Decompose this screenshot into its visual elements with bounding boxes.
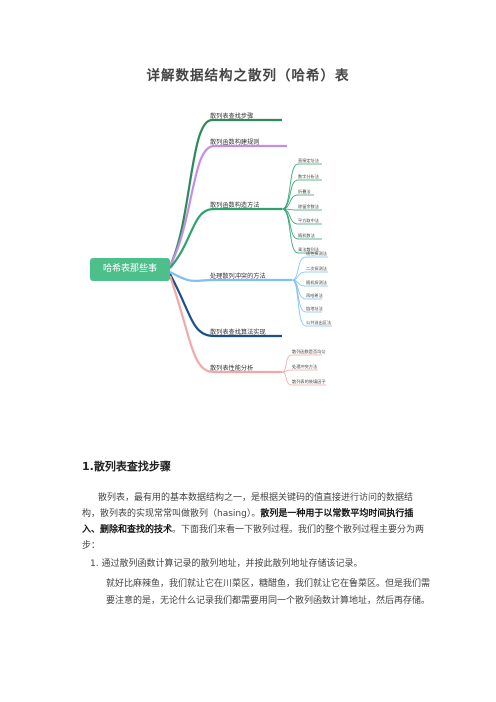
intro-text-b: 。下面我们来看一下散列过程。我们的整个散列过程主要分为两步： (82, 525, 425, 551)
page-title: 详解数据结构之散列（哈希）表 (146, 68, 350, 84)
branch-hash-function-rules: 散列函数构建规则 (210, 139, 260, 146)
mind-map-root: 哈希表那些事 (90, 258, 170, 281)
mind-map-figure: 哈希表那些事 散列表查找步骤 散列函数构建规则 散列函数构造方法 处理散列冲突的… (82, 100, 422, 400)
mind-map-leaf: 平方取中法 (298, 218, 319, 223)
mind-map-leaf: 乘法散列法 (298, 247, 319, 252)
mind-map-leaf: 折叠法 (298, 189, 311, 194)
mind-map-connectors (168, 118, 332, 386)
step-one: 1. 通过散列函数计算记录的散列地址，并按此散列地址存储该记录。 (90, 559, 363, 569)
branch-performance-analysis: 散列表性能分析 (210, 365, 254, 372)
intro-text-a: 散列表，最有用的基本数据结构之一，是根据关键码的值直接进行访问的数据结构，散列表… (82, 493, 414, 519)
mind-map-leaf: 处理冲突方法 (292, 364, 318, 369)
branch-hash-construction-methods: 散列函数构造方法 (210, 202, 260, 209)
step-one-explanation: 就好比麻辣鱼，我们就让它在川菜区，糖醋鱼，我们就让它在鲁菜区。但是我们需要注意的… (106, 579, 431, 606)
intro-paragraph: 散列表，最有用的基本数据结构之一，是根据关键码的值直接进行访问的数据结构，散列表… (82, 490, 430, 554)
mind-map-leaf: 散列函数是否均匀 (292, 349, 326, 354)
mind-map-leaf: 链地址法 (306, 306, 323, 311)
mind-map-leaf: 散列表的装填因子 (292, 379, 326, 384)
mind-map-leaf: 数字分析法 (298, 174, 319, 179)
section-heading: 1.散列表查找步骤 (82, 460, 171, 473)
mind-map-leaf: 再哈希法 (306, 293, 323, 298)
mind-map-leaf: 除留余数法 (298, 204, 319, 209)
branch-lookup-implementation: 散列表查找算法实现 (210, 329, 266, 336)
mind-map-leaf: 随机探测法 (306, 280, 327, 285)
mind-map-leaf: 二次探测法 (306, 266, 327, 271)
branch-lookup-steps: 散列表查找步骤 (210, 113, 254, 120)
mind-map-leaf: 直接定址法 (298, 158, 319, 163)
intro-text-bold: 散列是一种用于以常数平均时间执行插入、删除和查找的技术 (82, 509, 414, 535)
mind-map-leaf: 随机数法 (298, 233, 315, 238)
mind-map-leaf: 线性探测法 (306, 251, 327, 256)
mind-map-leaf: 公共溢出区法 (306, 320, 332, 325)
branch-collision-handling: 处理散列冲突的方法 (210, 273, 266, 280)
